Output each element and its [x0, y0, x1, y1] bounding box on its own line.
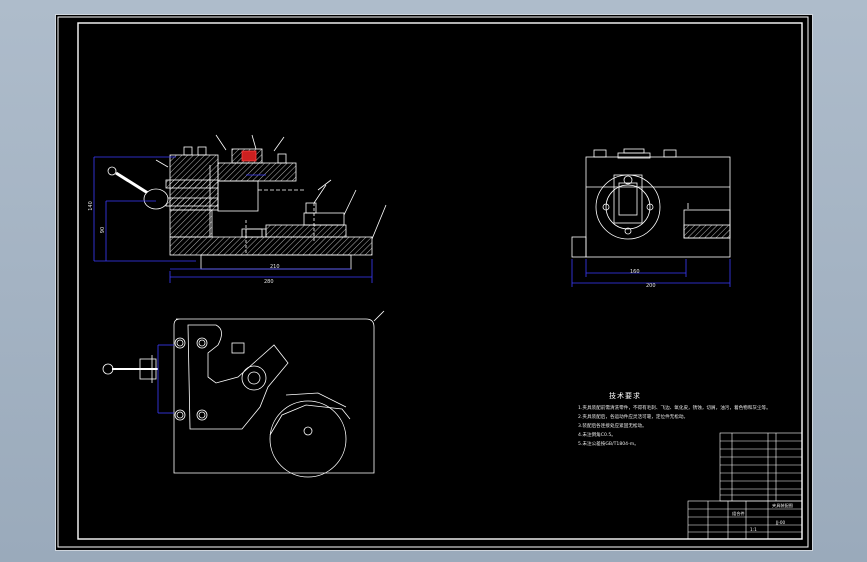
front-view-dimensions — [93, 156, 373, 283]
side-view-dimensions — [571, 259, 731, 287]
front-sub-height-dimension: 90 — [100, 226, 107, 234]
drawing-border-outer — [57, 16, 809, 548]
front-view — [107, 134, 387, 270]
technical-requirements-title: 技术要求 — [609, 392, 641, 400]
title-block-part-name: 夹具装配图 — [772, 503, 793, 508]
requirement-line-1: 1.夹具装配前需清洗零件，不得有毛刺、飞边、氧化皮，锈蚀，切屑，油污，着色物和灰… — [578, 406, 771, 411]
requirement-line-2: 2.夹具装配后，各运动件应灵活可靠，定位件无松动。 — [578, 415, 689, 420]
requirement-line-3: 3.装配后各连接处应紧固无松动。 — [578, 424, 647, 429]
side-base-dimension: 160 — [630, 269, 640, 275]
side-view — [571, 148, 731, 258]
requirement-line-5: 5.未注公差按GB/T1804-m。 — [578, 442, 639, 447]
side-overall-dimension: 200 — [646, 283, 656, 289]
title-block-scale: 1:1 — [750, 527, 757, 532]
front-overall-dimension: 280 — [264, 279, 274, 285]
front-base-dimension: 210 — [270, 264, 280, 270]
front-height-dimension: 140 — [87, 201, 94, 211]
top-view-dimensions — [157, 344, 174, 414]
title-block-drawing-no: JJ-00 — [776, 520, 786, 525]
cad-viewport[interactable]: 280 210 140 90 200 160 技术要求 1.夹具装配前需清洗零件… — [55, 14, 813, 551]
top-view — [102, 310, 385, 478]
drawing-border-inner — [77, 22, 803, 540]
title-block-material: 组合件 — [732, 511, 745, 516]
requirement-line-4: 4.未注倒角C0.5。 — [578, 433, 616, 438]
title-block — [687, 432, 803, 540]
assembly-drawing — [57, 16, 809, 548]
